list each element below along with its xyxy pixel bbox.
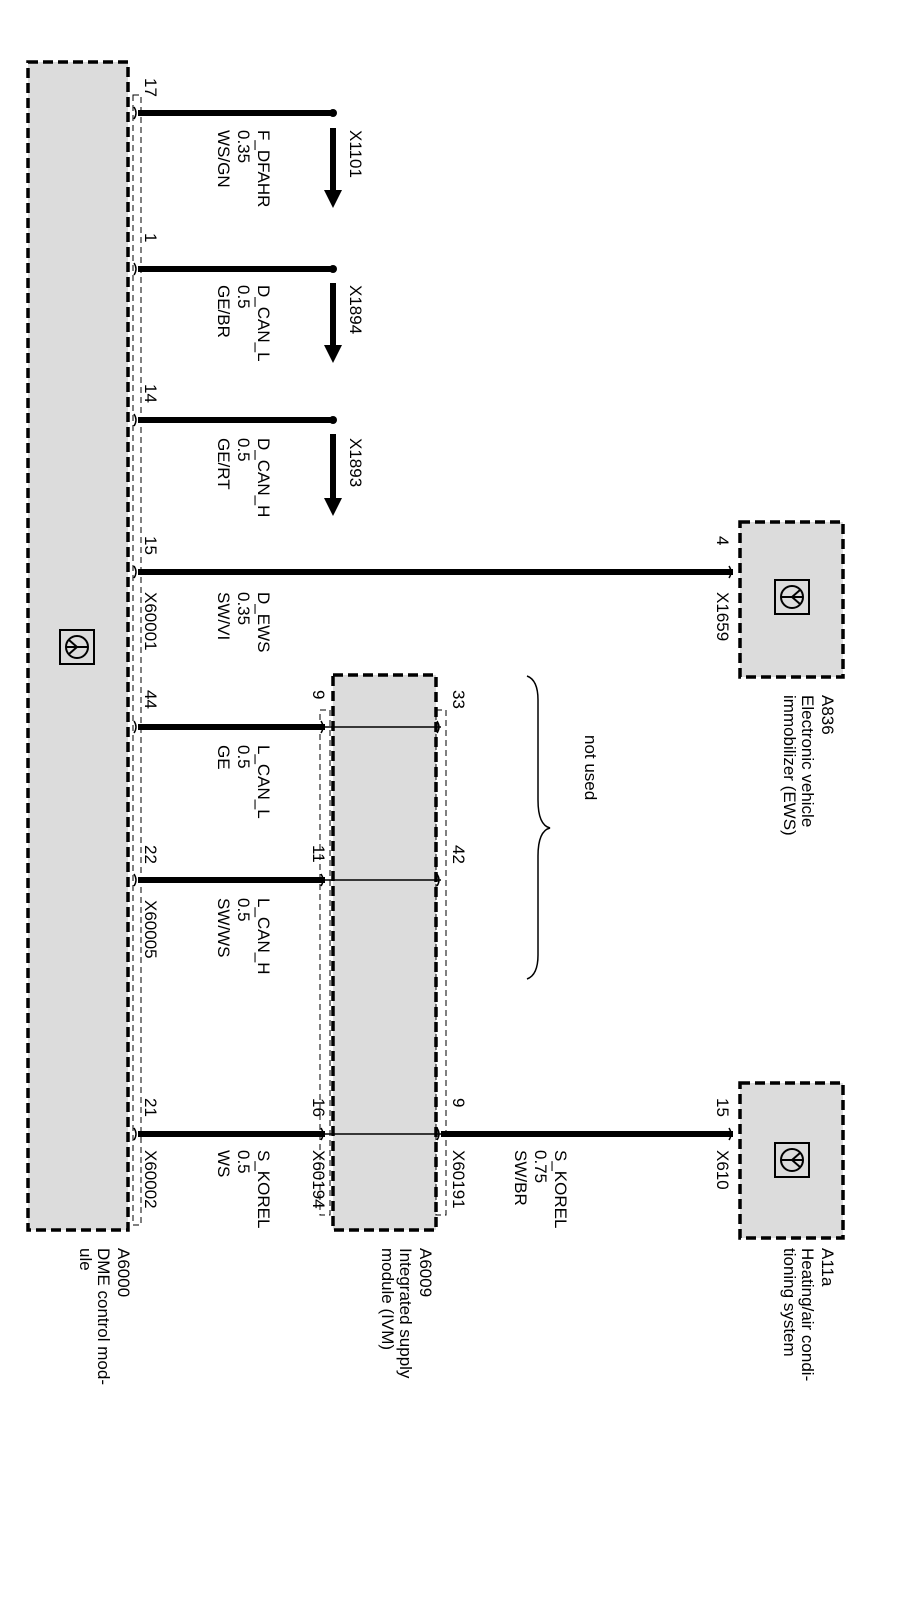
connector-x60194: X60194 bbox=[309, 1150, 328, 1209]
dme-pin-21: 21 bbox=[141, 1098, 160, 1117]
pin-contact-mark bbox=[133, 413, 137, 427]
ivm-component-name-1: Integrated supply bbox=[396, 1248, 415, 1379]
pin-contact-mark bbox=[133, 262, 137, 276]
ews-module-icon bbox=[774, 579, 810, 615]
ivm-right-pin-strip bbox=[435, 709, 447, 1216]
wire-d-can-h-color: GE/RT bbox=[214, 438, 233, 490]
dme-pin-14: 14 bbox=[141, 384, 160, 403]
wire-f-dfahr-signal: F_DFAHR bbox=[254, 130, 273, 207]
wire-d-ews-color: SW/VI bbox=[214, 592, 233, 640]
ews-component-id: A836 bbox=[818, 695, 837, 735]
ivm-component-name-2: module (IVM) bbox=[378, 1248, 397, 1350]
connector-x1659: X1659 bbox=[713, 592, 732, 641]
ivm-pin-33: 33 bbox=[449, 690, 468, 709]
connector-x1894: X1894 bbox=[346, 285, 365, 334]
pin-contact-mark bbox=[728, 1127, 732, 1141]
hac-module-icon bbox=[774, 1142, 810, 1178]
connector-x1893: X1893 bbox=[346, 438, 365, 487]
dme-component-name-1: DME control mod- bbox=[94, 1248, 113, 1385]
hac-component-name-2: tioning system bbox=[780, 1248, 799, 1357]
wire-s-korel-dme-size: 0.5 bbox=[234, 1150, 253, 1174]
wire-f-dfahr-color: WS/GN bbox=[214, 130, 233, 188]
ews-module-box bbox=[738, 520, 845, 679]
wire-d-ews-size: 0.35 bbox=[234, 592, 253, 625]
wire-l-can-l-signal: L_CAN_L bbox=[254, 745, 273, 819]
pin-contact-mark bbox=[133, 720, 137, 734]
pin-contact-mark bbox=[436, 720, 440, 734]
pin-contact-mark bbox=[728, 565, 732, 579]
dme-component-id: A6000 bbox=[114, 1248, 133, 1297]
connector-x60191: X60191 bbox=[449, 1150, 468, 1209]
ews-component-name-1: Electronic vehicle bbox=[798, 695, 817, 827]
wire-s-korel-dme-color: WS bbox=[214, 1150, 233, 1177]
wire-d-can-l-color: GE/BR bbox=[214, 285, 233, 338]
dme-pin-1: 1 bbox=[141, 233, 160, 242]
hac-component-id: A11a bbox=[818, 1248, 837, 1287]
wire-s-korel-hac-signal: S_KOREL bbox=[551, 1150, 570, 1228]
wire-s-korel-hac-size: 0.75 bbox=[531, 1150, 550, 1183]
dme-pin-15: 15 bbox=[141, 536, 160, 555]
dme-component-name-2: ule bbox=[76, 1248, 95, 1271]
ivm-left-pin-strip bbox=[319, 709, 331, 1216]
ivm-pin-11: 11 bbox=[309, 845, 328, 863]
wire-s-korel-dme-signal: S_KOREL bbox=[254, 1150, 273, 1228]
arrow-down-icon bbox=[324, 345, 342, 363]
pin-contact-mark bbox=[133, 565, 137, 579]
dme-pin-strip bbox=[132, 94, 142, 1226]
wire-d-ews-signal: D_EWS bbox=[254, 592, 273, 652]
ivm-pin-16: 16 bbox=[309, 1098, 328, 1117]
dme-pin-17: 17 bbox=[141, 78, 160, 97]
wire-s-korel-hac-color: SW/BR bbox=[511, 1150, 530, 1206]
wire-d-can-h-size: 0.5 bbox=[234, 438, 253, 462]
pin-contact-mark bbox=[320, 1127, 324, 1141]
dme-pin-22: 22 bbox=[141, 845, 160, 864]
pin-contact-mark bbox=[133, 1127, 137, 1141]
pin-contact-mark bbox=[133, 873, 137, 887]
connector-x610: X610 bbox=[713, 1150, 732, 1190]
wire-l-can-h-signal: L_CAN_H bbox=[254, 898, 273, 975]
connector-x60002: X60002 bbox=[141, 1150, 160, 1209]
ivm-pin-42: 42 bbox=[449, 845, 468, 864]
dme-module-icon bbox=[59, 629, 95, 665]
ivm-pin-9-right: 9 bbox=[449, 1098, 468, 1107]
ews-pin-4: 4 bbox=[713, 536, 732, 545]
not-used-label: not used bbox=[581, 735, 600, 800]
dme-pin-44: 44 bbox=[141, 690, 160, 709]
pin-contact-mark bbox=[320, 873, 324, 887]
wire-d-can-h-signal: D_CAN_H bbox=[254, 438, 273, 517]
pin-contact-mark bbox=[436, 1127, 440, 1141]
ivm-component-id: A6009 bbox=[416, 1248, 435, 1297]
arrow-down-icon bbox=[324, 498, 342, 516]
wire-l-can-l-color: GE bbox=[214, 745, 233, 770]
arrow-down-icon bbox=[324, 190, 342, 208]
wire-l-can-h-color: SW/WS bbox=[214, 898, 233, 958]
pin-contact-mark bbox=[133, 106, 137, 120]
ivm-pin-9: 9 bbox=[309, 690, 328, 699]
pin-contact-mark bbox=[436, 873, 440, 887]
connector-x60001: X60001 bbox=[141, 592, 160, 651]
wire-f-dfahr-size: 0.35 bbox=[234, 130, 253, 163]
ews-component-name-2: immobilizer (EWS) bbox=[780, 695, 799, 836]
ivm-module-box bbox=[331, 673, 438, 1232]
wire-l-can-l-size: 0.5 bbox=[234, 745, 253, 769]
not-used-brace bbox=[526, 675, 551, 980]
wire-l-can-h-size: 0.5 bbox=[234, 898, 253, 922]
hac-pin-15: 15 bbox=[713, 1098, 732, 1117]
hac-component-name-1: Heating/air condi- bbox=[798, 1248, 817, 1381]
connector-x1101: X1101 bbox=[346, 130, 365, 178]
wire-d-can-l-size: 0.5 bbox=[234, 285, 253, 309]
pin-contact-mark bbox=[320, 720, 324, 734]
wire-d-can-l-signal: D_CAN_L bbox=[254, 285, 273, 362]
connector-x60005: X60005 bbox=[141, 900, 160, 959]
